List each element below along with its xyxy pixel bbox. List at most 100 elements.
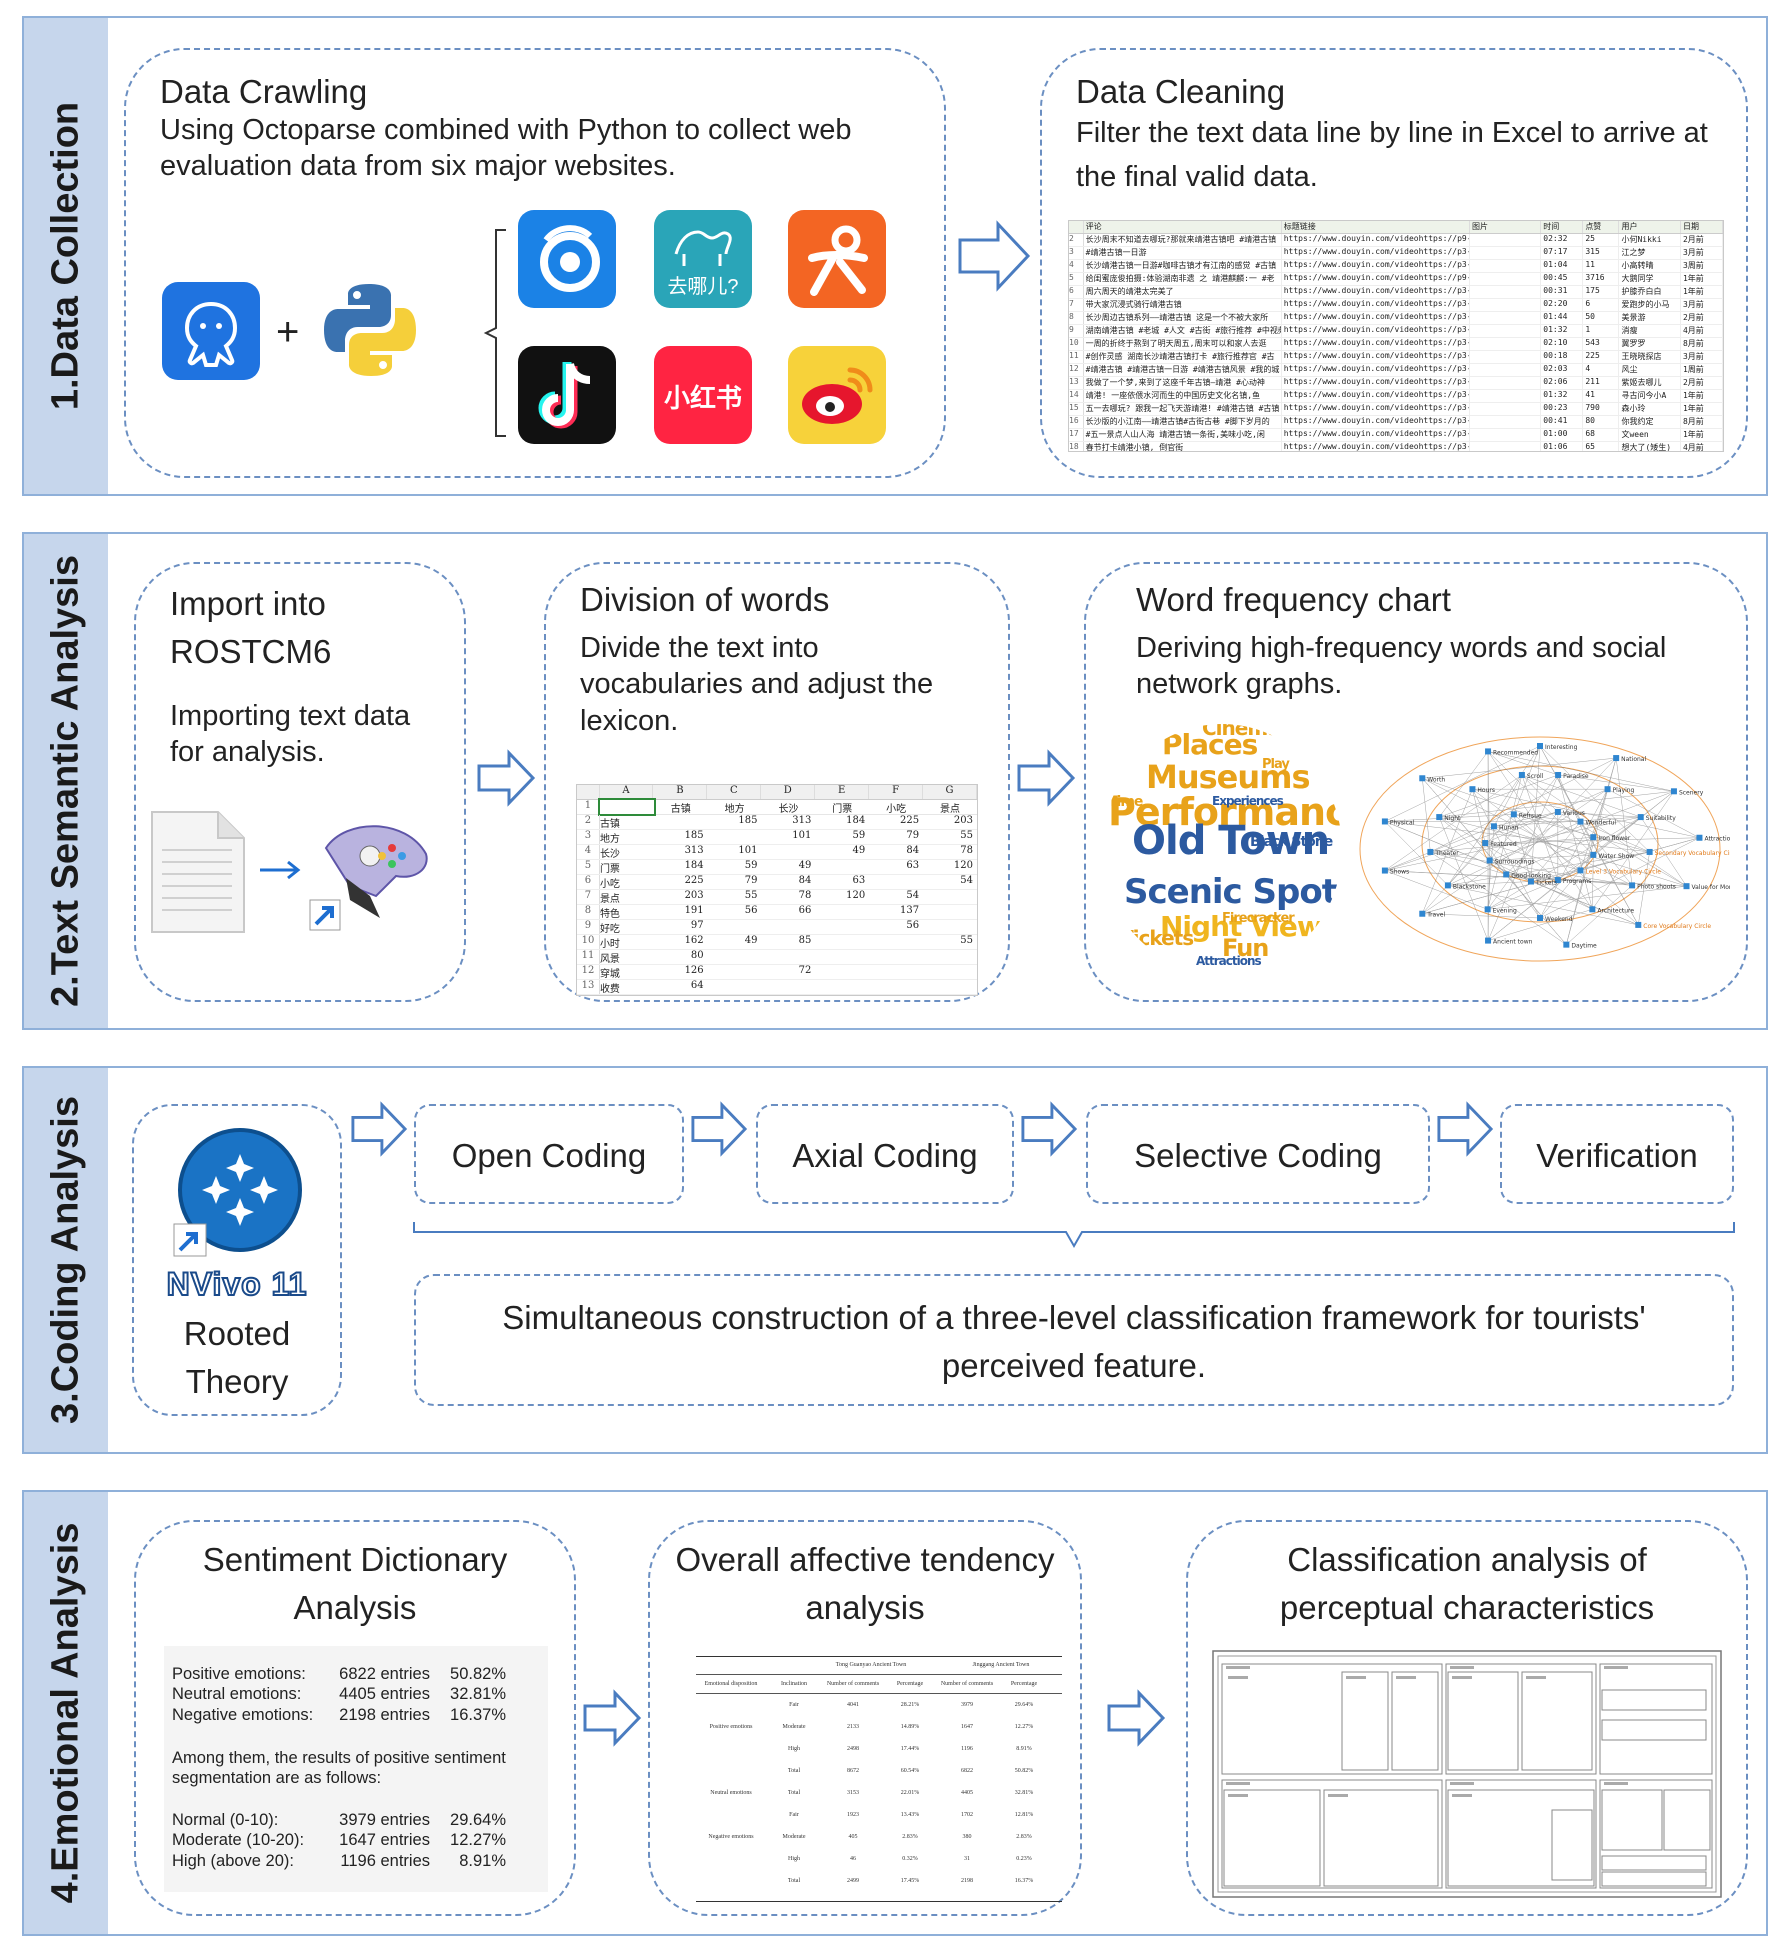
node [1510, 811, 1517, 818]
sheet-header-row: 评论标题链接图片时间点赞用户日期 [1069, 221, 1723, 234]
lex-cell: 203 [953, 815, 973, 826]
dict-box: Sentiment Dictionary Analysis Positive e… [134, 1520, 576, 1916]
node-label: Programs [1563, 878, 1591, 885]
edge [1384, 870, 1488, 910]
sheet-cell: 长沙周边古镇系列——靖港古镇 这是一个不被大家所 [1084, 312, 1282, 324]
lex-cell: 门票 [832, 804, 853, 815]
cloud-word: Time [1108, 794, 1143, 810]
sheet-cell: https://www.douyin.com/videohttps://p3-p… [1282, 299, 1471, 311]
edge [1489, 860, 1593, 910]
row-num: 13 [577, 980, 600, 994]
sheet-cell [1470, 390, 1542, 402]
clean-title: Data Cleaning [1076, 73, 1286, 110]
sheet-cell: 6 [1583, 299, 1620, 311]
node [1485, 748, 1492, 755]
edge [1447, 851, 1650, 886]
lex-cell: 64 [690, 980, 704, 991]
lex-cell: 地方 [724, 804, 745, 815]
row-num: 7 [577, 890, 600, 904]
step-axial-coding: Axial Coding [756, 1104, 1014, 1204]
node-label: Daytime [1571, 943, 1597, 950]
step-label: Selective Coding [1134, 1137, 1382, 1174]
lex-cell [923, 905, 977, 919]
node [1537, 915, 1543, 921]
tt-header: Inclination [781, 1681, 807, 1687]
lex-cell: 59 [744, 860, 758, 871]
node-label: Various [1563, 810, 1585, 817]
row-num: 17 [1069, 429, 1084, 441]
tt-cell: 31 [964, 1856, 970, 1862]
tt-cell: Fair [789, 1812, 799, 1818]
xhs-label: 小红书 [663, 383, 742, 413]
cloud-word: Old Town [1132, 818, 1330, 864]
row-num [577, 785, 600, 799]
lex-cell: 101 [792, 830, 812, 841]
sheet-cell: 风尘 [1619, 364, 1681, 376]
sheet-cell: 长沙周末不知道去哪玩?那就来靖港古镇吧 #靖港古镇 [1084, 234, 1282, 246]
lex-cell: 313 [684, 845, 704, 856]
tt-cell: 17.45% [900, 1878, 920, 1884]
node [1637, 814, 1644, 821]
edge [1384, 821, 1650, 853]
sheet-cell: 王晓晓探店 [1619, 351, 1681, 363]
edge [1493, 826, 1559, 881]
tt-cell: 2.83% [902, 1834, 918, 1840]
arrow-right-icon [583, 1689, 642, 1747]
sheet-cell: 02:20 [1541, 299, 1584, 311]
node-label: Level 3 Vocabulary Circle [1585, 868, 1661, 875]
node-label: Tickets [1535, 880, 1557, 887]
node-label: Core Vocabulary Circle [1643, 923, 1711, 930]
lex-cell: 63 [852, 875, 866, 886]
tt-cell: Total [787, 1768, 801, 1774]
tt-cell: 8.91% [1016, 1746, 1032, 1752]
node-label: Blackstone [1453, 883, 1486, 890]
lex-cell: 49 [852, 845, 866, 856]
sheet-cell: 护膝乔白白 [1619, 286, 1681, 298]
edge [1487, 885, 1687, 910]
lex-cell: 长沙 [778, 804, 799, 815]
lex-cell [762, 920, 816, 934]
sheet-cell: 543 [1583, 338, 1620, 350]
edge [1557, 816, 1641, 881]
lex-cell: 85 [798, 935, 812, 946]
lex-cell [708, 830, 762, 844]
lex-cell [869, 965, 923, 979]
lex-cell [708, 965, 762, 979]
node-label: Photo shoots [1637, 883, 1676, 890]
sheet-cell [1470, 286, 1542, 298]
tt-cell: Neutral emotions [710, 1790, 752, 1796]
sheet-cell: 春节打卡靖港小镇, 倒官街 [1084, 442, 1282, 451]
sheet-cell: 3月前 [1681, 247, 1723, 259]
tt-cell: 2.83% [1016, 1834, 1032, 1840]
lex-cell: 55 [960, 830, 973, 841]
row-num: 5 [577, 860, 600, 874]
ctrip-icon [518, 210, 616, 308]
lex-cell: 小吃 [599, 879, 620, 890]
dict-entries: 1196 entries [340, 1851, 430, 1870]
node [1646, 848, 1653, 855]
lex-cell [708, 950, 762, 964]
row-num: 10 [577, 935, 600, 949]
cloud-word: Performances [1108, 790, 1342, 834]
arrow-right-icon [1017, 749, 1076, 807]
tt-cell: 13.43% [900, 1812, 920, 1818]
lex-cell: 225 [684, 875, 704, 886]
dict-label: Normal (0-10): [172, 1811, 279, 1829]
lex-cell: 80 [690, 950, 704, 961]
crawl-title: Data Crawling [160, 73, 368, 110]
sheet-cell [1470, 312, 1542, 324]
